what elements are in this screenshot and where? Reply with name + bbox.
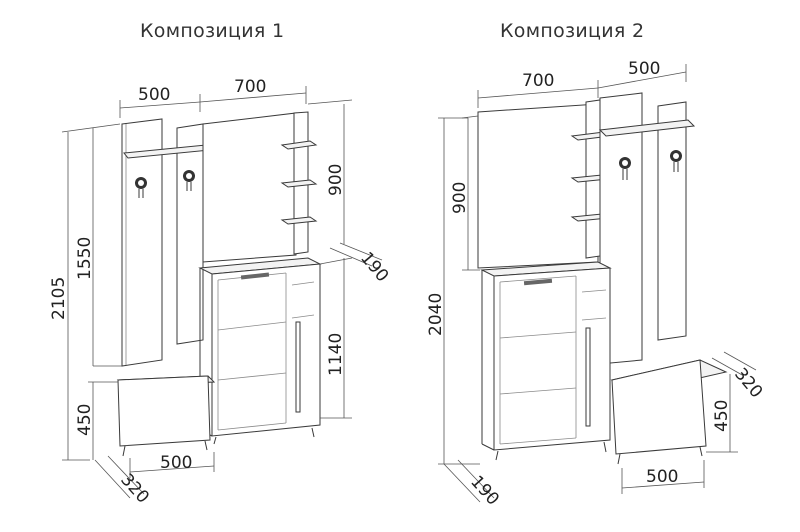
hook-icon xyxy=(183,170,195,191)
composition-2-title: Композиция 2 xyxy=(500,20,645,42)
dim-text-panel-height: 1550 xyxy=(75,237,95,280)
mirror xyxy=(202,112,297,263)
dim-text-bench-width: 500 xyxy=(646,467,678,487)
hanger-shelf xyxy=(598,119,696,137)
dim-composition-1-bench-height: 450 xyxy=(75,381,118,460)
dim-composition-1-depth: 190 xyxy=(329,242,392,286)
hanger-panel-right xyxy=(657,101,687,341)
dim-text-panel-width: 500 xyxy=(138,85,170,105)
dim-text-bench-depth: 320 xyxy=(730,364,766,402)
dim-text-panel-width: 500 xyxy=(628,59,660,79)
dim-composition-1-panel-height: 1550 xyxy=(75,128,122,367)
dim-composition-2-mirror-height: 900 xyxy=(450,115,480,271)
hook-icon xyxy=(670,150,682,172)
dim-composition-2-depth: 190 xyxy=(443,459,503,509)
dim-text-bench-height: 450 xyxy=(75,404,95,436)
hanger-panel-right xyxy=(176,123,204,345)
hanger-panel-left xyxy=(121,118,163,367)
dim-text-total-height: 2105 xyxy=(49,277,69,320)
dim-composition-2-bench-width: 500 xyxy=(621,460,705,494)
dim-composition-1-mirror-height: 900 xyxy=(307,99,353,244)
dim-composition-2-panel-width: 500 xyxy=(597,59,687,89)
dim-composition-1-bench-width: 500 xyxy=(129,452,215,478)
mirror xyxy=(477,103,599,269)
dim-composition-1-panel-width: 500 xyxy=(119,85,201,118)
dim-text-cabinet-height: 1140 xyxy=(326,333,346,376)
dim-text-mirror-width: 700 xyxy=(234,77,266,97)
composition-1-title: Композиция 1 xyxy=(140,20,285,42)
dim-text-total-height: 2040 xyxy=(426,293,446,336)
dim-text-mirror-width: 700 xyxy=(522,71,554,91)
dim-composition-2-mirror-width: 700 xyxy=(477,71,599,108)
bench xyxy=(116,375,216,457)
dim-composition-2-bench-height: 450 xyxy=(706,374,738,453)
shoe-cabinet xyxy=(480,261,612,461)
dim-text-bench-width: 500 xyxy=(160,453,192,473)
dim-composition-1-total-height: 2105 xyxy=(49,123,121,461)
hook-icon xyxy=(135,177,147,198)
shoe-cabinet xyxy=(198,257,322,445)
dim-composition-2-total-height: 2040 xyxy=(426,117,480,465)
shelf-column xyxy=(280,111,318,255)
dim-composition-1-bench-depth: 320 xyxy=(94,455,153,507)
dim-text-bench-depth: 320 xyxy=(116,470,153,507)
dim-text-mirror-height: 900 xyxy=(450,182,470,214)
bench xyxy=(610,359,728,465)
dim-text-bench-height: 450 xyxy=(712,400,732,432)
composition-2-drawing: 700 500 900 2040 320 xyxy=(426,59,766,509)
dim-text-mirror-height: 900 xyxy=(326,164,346,196)
dim-text-depth-mirror: 190 xyxy=(356,248,392,286)
composition-1-drawing: 500 700 2105 1550 900 xyxy=(49,77,392,507)
dim-composition-1-cabinet-height: 1140 xyxy=(319,257,353,419)
dim-text-depth: 190 xyxy=(466,472,503,509)
dim-composition-2-bench-depth: 320 xyxy=(711,351,766,402)
hook-icon xyxy=(619,157,631,180)
dim-composition-1-mirror-width: 700 xyxy=(199,77,307,104)
